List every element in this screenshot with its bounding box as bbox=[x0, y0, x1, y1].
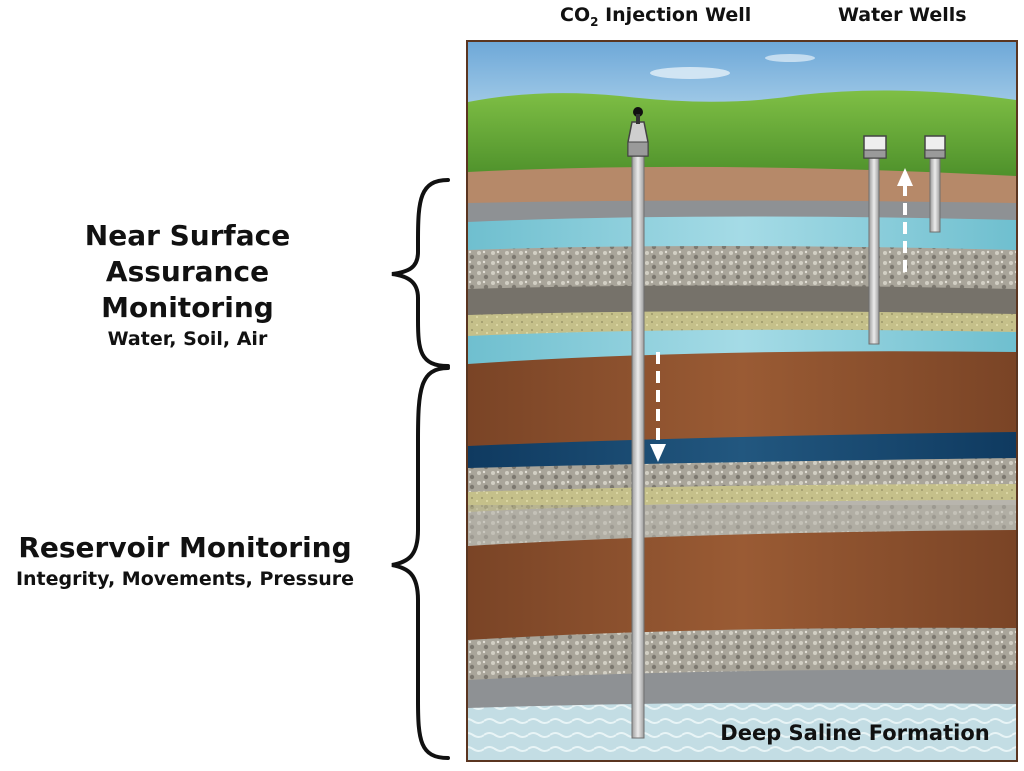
upward-flow-arrow-icon bbox=[897, 168, 913, 272]
near-surface-brace bbox=[391, 178, 450, 368]
reservoir-subtitle: Integrity, Movements, Pressure bbox=[15, 568, 355, 590]
downward-flow-arrow-icon bbox=[650, 352, 666, 462]
reservoir-title: Reservoir Monitoring bbox=[18, 531, 352, 564]
cloud bbox=[765, 54, 815, 62]
wellhead-stem bbox=[636, 114, 640, 124]
injection-well bbox=[627, 107, 649, 739]
wellhead-tip-icon bbox=[633, 107, 643, 117]
diagram-frame bbox=[466, 40, 1018, 762]
water-well-1-collar bbox=[863, 149, 887, 159]
water-well-1 bbox=[863, 135, 887, 345]
water-well-2-pipe bbox=[929, 157, 941, 233]
gray-rock-layer-2 bbox=[468, 669, 1016, 712]
near-surface-label-block: Near Surface Assurance Monitoring Water,… bbox=[30, 218, 345, 352]
brown-rock-layer-1 bbox=[468, 351, 1016, 448]
near-surface-title-line-2: Assurance Monitoring bbox=[101, 255, 274, 324]
deep-saline-layer bbox=[468, 702, 1016, 760]
reservoir-label-block: Reservoir Monitoring Integrity, Movement… bbox=[0, 530, 370, 592]
brown-rock-layer-2 bbox=[468, 530, 1016, 644]
near-surface-subtitle: Water, Soil, Air bbox=[107, 328, 268, 350]
injection-well-label: CO2 Injection Well bbox=[560, 4, 752, 29]
water-well-2-collar bbox=[924, 149, 946, 159]
water-well-2 bbox=[924, 135, 946, 233]
reservoir-brace bbox=[391, 366, 450, 760]
injection-well-pipe bbox=[631, 153, 645, 739]
near-surface-title-line-1: Near Surface bbox=[84, 219, 291, 252]
water-wells-label: Water Wells bbox=[838, 4, 967, 26]
water-well-1-pipe bbox=[868, 157, 880, 345]
wellhead-base bbox=[627, 141, 649, 157]
cloud bbox=[650, 67, 730, 79]
gravel-layer-1 bbox=[468, 246, 1016, 292]
deep-saline-formation-label: Deep Saline Formation bbox=[720, 721, 990, 745]
